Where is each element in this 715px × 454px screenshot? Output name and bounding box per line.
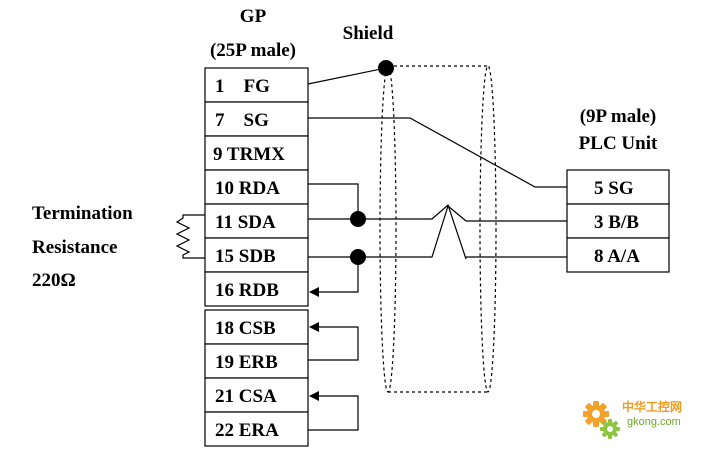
gp-pin-box xyxy=(204,377,309,413)
gp-connector: 1 FG 7 SG 9 TRMX 10 RDA 11 SDA 15 SDB 16… xyxy=(204,67,309,447)
gp-pin-box xyxy=(204,411,309,447)
watermark-domain: gkong.com xyxy=(627,416,681,428)
gp-pin-box xyxy=(204,309,309,345)
gp-pin-label: 7 SG xyxy=(215,110,269,131)
gp-pin-label: 19 ERB xyxy=(215,352,278,373)
sda-junction-dot xyxy=(350,211,366,227)
gp-pin-box xyxy=(204,101,309,137)
plc-pin-box xyxy=(566,237,670,273)
plc-pin-label: 8 A/A xyxy=(594,246,640,267)
termination-label-line1: Termination xyxy=(32,203,133,224)
gear-logo-icon xyxy=(583,401,620,439)
gp-pin-label: 10 RDA xyxy=(215,178,280,199)
plc-subtitle: (9P male) xyxy=(580,106,657,127)
plc-pin-label: 5 SG xyxy=(594,178,634,199)
shield-left-ellipse xyxy=(379,65,397,393)
termination-label-line2: Resistance xyxy=(32,237,117,258)
gp-pin-box xyxy=(204,237,309,273)
termination-label-line3: 220Ω xyxy=(32,270,76,291)
plc-pin-box xyxy=(566,169,670,205)
gp-pin-label: 22 ERA xyxy=(215,420,279,441)
rda-sda-jumper xyxy=(308,183,359,219)
sdb-rdb-jumper xyxy=(309,257,359,297)
sda-wire xyxy=(308,203,467,260)
plc-connector: 5 SG 3 B/B 8 A/A xyxy=(566,169,670,273)
gp-pin-label: 1 FG xyxy=(215,76,270,97)
crossover-wire xyxy=(447,205,467,222)
termination-resistor xyxy=(175,214,205,259)
gp-title: GP xyxy=(240,6,267,27)
gp-pin-label: 21 CSA xyxy=(215,386,277,407)
watermark: 中华工控网 gkong.com xyxy=(580,396,710,450)
plc-title: PLC Unit xyxy=(579,133,658,154)
plc-pin-label: 3 B/B xyxy=(594,212,639,233)
cable-shield xyxy=(379,65,497,393)
shield-right-ellipse xyxy=(479,65,497,393)
gp-pin-label: 9 TRMX xyxy=(213,144,285,165)
gp-pin-label: 18 CSB xyxy=(215,318,276,339)
sg-wire xyxy=(308,117,567,188)
shield-label: Shield xyxy=(343,23,394,44)
gp-pin-box xyxy=(204,271,309,307)
gp-pin-label: 16 RDB xyxy=(215,280,279,301)
watermark-brand: 中华工控网 xyxy=(622,400,683,414)
gp-pin-box xyxy=(204,67,309,103)
fg-shield-wire xyxy=(307,67,387,85)
csa-era-loop xyxy=(308,391,359,431)
sdb-wire xyxy=(308,205,449,258)
gp-pin-label: 15 SDB xyxy=(215,246,276,267)
gp-subtitle: (25P male) xyxy=(210,40,296,61)
csb-erb-loop xyxy=(308,322,359,361)
gp-pin-box xyxy=(204,169,309,205)
gp-pin-label: 11 SDA xyxy=(215,212,276,233)
shield-junction-dot xyxy=(378,60,394,76)
